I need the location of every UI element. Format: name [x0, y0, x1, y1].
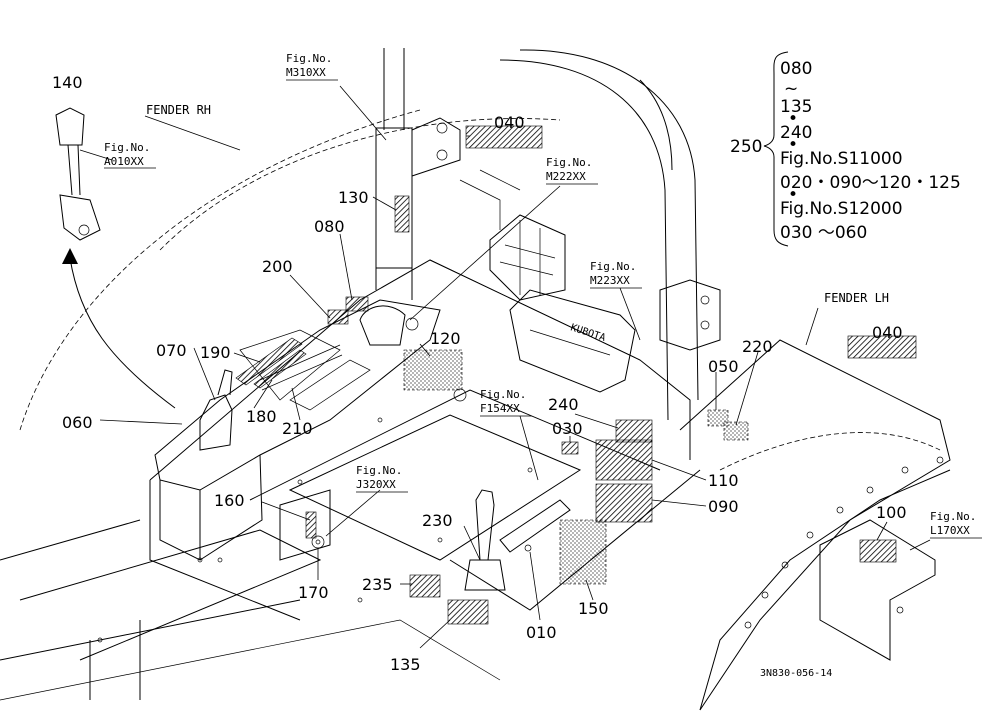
callout-120: 120: [430, 329, 461, 348]
decal-190: [235, 337, 303, 386]
callout-235: 235: [362, 575, 393, 594]
callout-110: 110: [708, 471, 739, 490]
decal-040-top: [465, 125, 543, 149]
fig-ref-m222-label: Fig.No.: [546, 156, 592, 169]
fig-ref-f154-label: Fig.No.: [480, 388, 526, 401]
callout-050: 050: [708, 357, 739, 376]
callout-030: 030: [552, 419, 583, 438]
decal-030: [561, 441, 579, 455]
fender-lh-holes: [744, 456, 944, 629]
callout-210: 210: [282, 419, 313, 438]
decal-080: [345, 296, 369, 312]
decal-090: [595, 483, 653, 523]
callout-060: 060: [62, 413, 93, 432]
decal-100: [859, 539, 897, 563]
cab-frame: KUBOTA: [0, 48, 951, 711]
callout-150: 150: [578, 599, 609, 618]
callout-190: 190: [200, 343, 231, 362]
set-list-line-1: 080: [780, 59, 812, 79]
fig-ref-m223-code: M223XX: [590, 274, 630, 287]
callout-160: 160: [214, 491, 245, 510]
set-list-line-2: 135: [780, 97, 812, 117]
decal-130: [394, 195, 410, 233]
fig-ref-m310-code: M310XX: [286, 66, 326, 79]
set-list-dot-3: •: [788, 185, 798, 205]
decal-240: [615, 419, 653, 443]
leader-lines: [79, 85, 931, 649]
callout-170: 170: [298, 583, 329, 602]
callout-040-top: 040: [494, 113, 525, 132]
callout-135: 135: [390, 655, 421, 674]
fig-ref-m223-label: Fig.No.: [590, 260, 636, 273]
fig-ref-a010-label: Fig.No.: [104, 141, 150, 154]
fig-ref-m310[interactable]: Fig.No. M310XX: [286, 52, 338, 81]
fig-ref-l170-label: Fig.No.: [930, 510, 976, 523]
callout-010: 010: [526, 623, 557, 642]
svg-text:KUBOTA: KUBOTA: [569, 322, 607, 344]
fig-ref-a010-code: A010XX: [104, 155, 144, 168]
callouts: 140 040 130 080 200 070 190 060 180 210 …: [52, 73, 907, 674]
callout-090: 090: [708, 497, 739, 516]
callout-080: 080: [314, 217, 345, 236]
decal-235: [409, 574, 441, 598]
decal-110: [595, 439, 653, 481]
decal-180: [253, 349, 307, 389]
decal-135: [447, 599, 489, 625]
decal-165: [305, 511, 317, 539]
floor-bolts: [97, 388, 533, 643]
callout-220: 220: [742, 337, 773, 356]
drawing-code: 3N830-056-14: [760, 668, 832, 679]
fig-ref-m310-label: Fig.No.: [286, 52, 332, 65]
fig-ref-m222[interactable]: Fig.No. M222XX: [546, 156, 598, 185]
set-list-250: 250 080 ~ 135 • 240 • Fig.No.S11000 020・…: [730, 51, 961, 247]
fig-ref-j320[interactable]: Fig.No. J320XX: [356, 464, 408, 493]
fig-ref-a010[interactable]: Fig.No. A010XX: [104, 141, 156, 169]
callout-130: 130: [338, 188, 369, 207]
callout-070: 070: [156, 341, 187, 360]
decal-050: [707, 409, 729, 427]
decal-120: [403, 349, 463, 391]
fig-ref-f154[interactable]: Fig.No. F154XX: [480, 388, 532, 417]
fig-ref-f154-code: F154XX: [480, 402, 520, 415]
set-list-dot-2: •: [788, 135, 798, 155]
decal-150: [559, 519, 607, 585]
fig-ref-m223[interactable]: Fig.No. M223XX: [590, 260, 642, 289]
fig-ref-l170[interactable]: Fig.No. L170XX: [930, 510, 982, 539]
callout-250: 250: [730, 137, 762, 157]
callout-230: 230: [422, 511, 453, 530]
decal-220: [723, 421, 749, 441]
set-list-dot-1: •: [788, 109, 798, 129]
fender-lh-label: FENDER LH: [824, 291, 889, 305]
callout-180: 180: [246, 407, 277, 426]
set-list-line-7: 030 〜060: [780, 223, 867, 243]
callout-200: 200: [262, 257, 293, 276]
callout-140: 140: [52, 73, 83, 92]
fig-ref-l170-code: L170XX: [930, 524, 970, 537]
fig-ref-j320-label: Fig.No.: [356, 464, 402, 477]
set-list-line-4: Fig.No.S11000: [780, 149, 903, 169]
set-list-tilde: ~: [784, 79, 798, 99]
fig-ref-j320-code: J320XX: [356, 478, 396, 491]
set-list-line-5: 020・090〜120・125: [780, 173, 961, 193]
set-list-line-6: Fig.No.S12000: [780, 199, 903, 219]
callout-100: 100: [876, 503, 907, 522]
decal-200: [327, 309, 349, 325]
callout-040-right: 040: [872, 323, 903, 342]
decal-040-right: [847, 335, 917, 359]
fig-ref-m222-code: M222XX: [546, 170, 586, 183]
set-list-line-3: 240: [780, 123, 812, 143]
decals: [235, 125, 917, 625]
fender-rh-label: FENDER RH: [146, 103, 211, 117]
callout-240: 240: [548, 395, 579, 414]
